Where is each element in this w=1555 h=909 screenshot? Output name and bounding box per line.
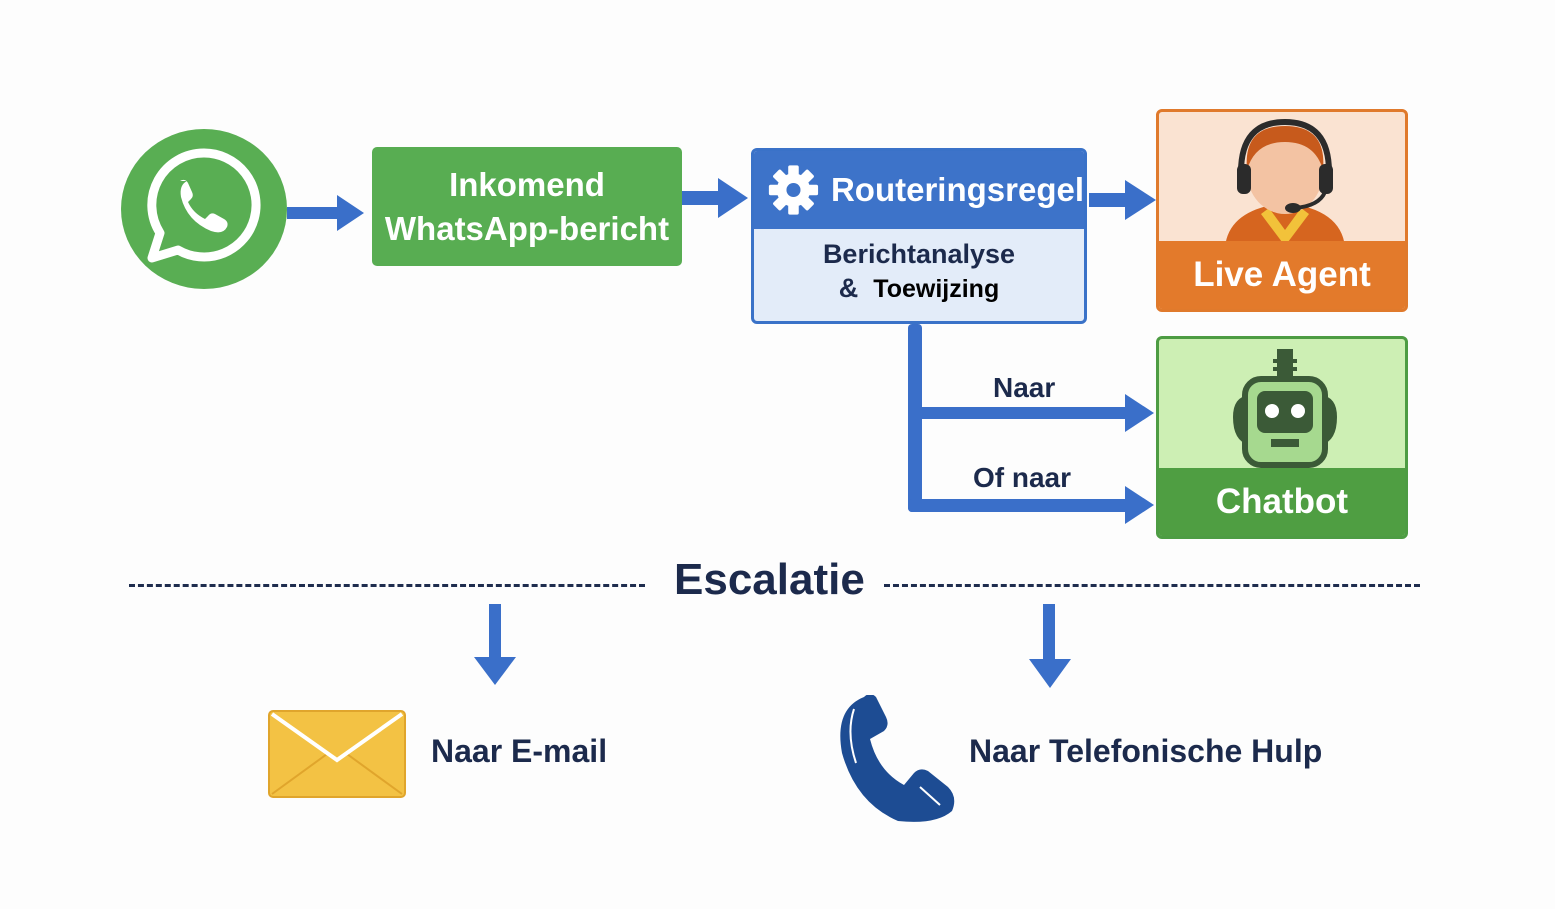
whatsapp-icon (147, 148, 261, 263)
phone-target[interactable] (838, 694, 956, 823)
whatsapp-source[interactable] (121, 129, 287, 289)
arrow-shaft (908, 499, 1130, 512)
agent-headset-icon (1225, 118, 1345, 247)
incoming-message-box[interactable]: Inkomend WhatsApp-bericht (372, 147, 682, 266)
arrow-head (718, 178, 748, 218)
incoming-line2: WhatsApp-bericht (384, 209, 670, 247)
routing-header: Routeringsregel (754, 151, 1084, 229)
arrow-head (1125, 180, 1156, 220)
live-agent-label: Live Agent (1159, 241, 1405, 309)
escalation-divider-right (884, 584, 1420, 587)
routing-body: Berichtanalyse & Toewijzing (754, 229, 1084, 306)
routing-title: Routeringsregel (830, 171, 1084, 208)
arrow-shaft (1043, 604, 1055, 662)
branch-label-of-naar: Of naar (973, 462, 1072, 493)
escalation-divider-left (129, 584, 645, 587)
chatbot-box[interactable]: Chatbot (1156, 336, 1408, 539)
arrow-head (1125, 394, 1154, 432)
live-agent-box[interactable]: Live Agent (1156, 109, 1408, 312)
arrow-head (1125, 486, 1154, 524)
envelope-icon (268, 710, 406, 798)
arrow-shaft (287, 207, 339, 219)
robot-icon (1233, 349, 1337, 473)
arrow-shaft (682, 191, 722, 205)
routing-body-amp: & (838, 273, 859, 303)
chatbot-label: Chatbot (1159, 468, 1405, 536)
gear-icon (768, 165, 819, 215)
email-target[interactable] (268, 710, 406, 798)
branch-label-naar: Naar (993, 372, 1056, 403)
phone-icon (840, 694, 955, 822)
arrow-shaft (908, 407, 1130, 419)
routing-body-line2-wrap: & Toewijzing (754, 271, 1084, 306)
routing-body-line1: Berichtanalyse (822, 239, 1016, 269)
arrow-head (337, 195, 364, 231)
incoming-line1: Inkomend (449, 165, 605, 203)
email-label: Naar E-mail (431, 733, 608, 769)
routing-rule-box[interactable]: Routeringsregel Berichtanalyse & Toewijz… (751, 148, 1087, 324)
phone-label: Naar Telefonische Hulp (969, 733, 1323, 769)
arrow-shaft (489, 604, 501, 660)
arrow-shaft (1089, 193, 1129, 207)
routing-body-line2: Toewijzing (873, 275, 1000, 303)
arrow-head (1029, 659, 1071, 688)
escalation-title: Escalatie (674, 555, 865, 604)
arrow-head (474, 657, 516, 685)
